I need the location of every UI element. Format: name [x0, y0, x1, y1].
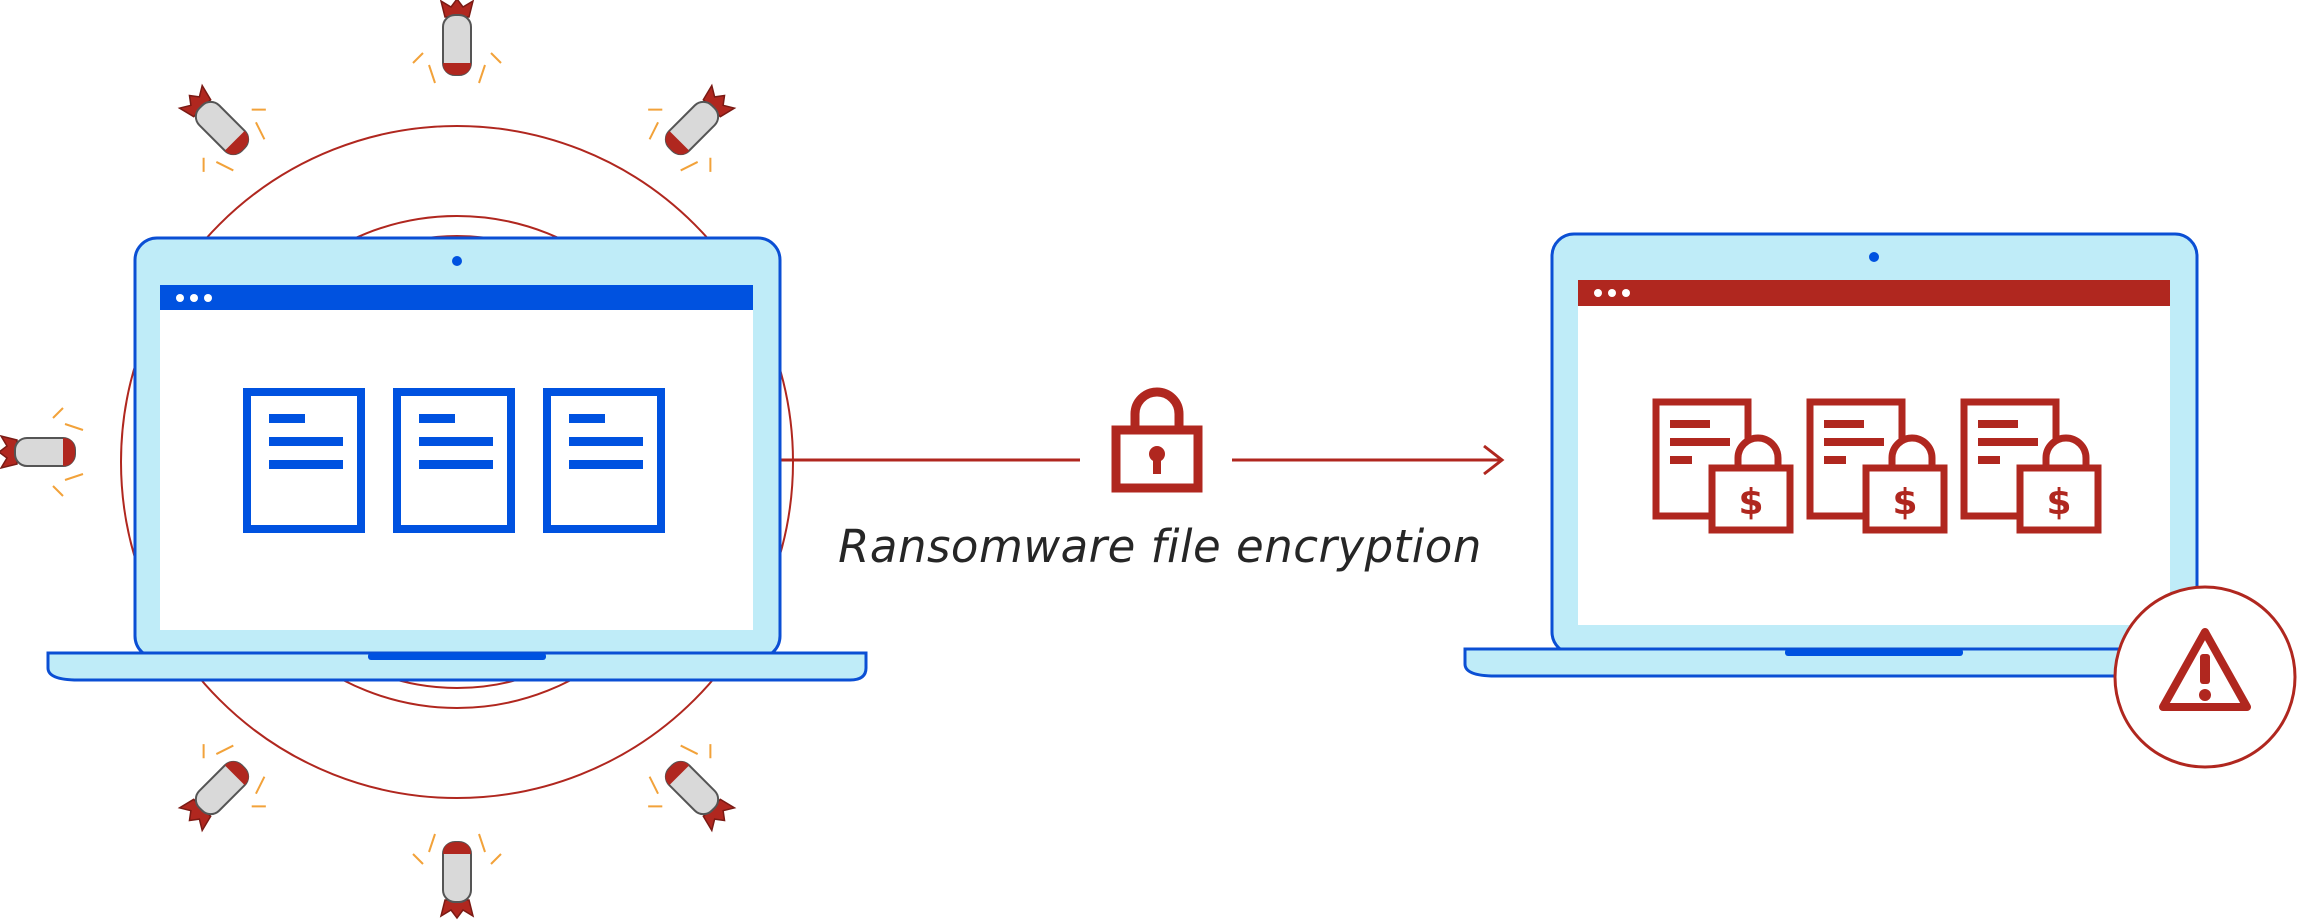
window-titlebar [1578, 280, 2170, 306]
dollar-sign: $ [1738, 482, 1763, 523]
document-icon [243, 388, 365, 533]
document-icon [393, 388, 515, 533]
padlock-icon [1111, 387, 1203, 493]
bomb-icon [412, 833, 502, 920]
warning-badge [2113, 585, 2297, 769]
locked-document-icon: $ [1652, 398, 1794, 534]
locked-document-icon: $ [1806, 398, 1948, 534]
bomb-icon [177, 744, 266, 833]
locked-document-icon: $ [1960, 398, 2102, 534]
window-controls [1594, 289, 1630, 297]
dollar-sign: $ [1892, 482, 1917, 523]
webcam [452, 256, 462, 266]
arrow-head [1483, 444, 1505, 476]
dollar-sign: $ [2046, 482, 2071, 523]
laptop-base [46, 651, 868, 682]
bomb-icon [177, 83, 266, 172]
document-icon [543, 388, 665, 533]
bomb-icon [648, 744, 737, 833]
bomb-group [0, 0, 737, 920]
window-controls [176, 294, 212, 302]
trackpad-notch [368, 653, 546, 660]
encryption-flow-arrow [780, 444, 1505, 476]
shockwave-ring [120, 125, 794, 799]
warning-icon [2159, 628, 2251, 711]
bomb-icon [648, 83, 737, 172]
bomb-icon [0, 407, 84, 497]
document-group [243, 388, 665, 533]
trackpad-notch [1785, 649, 1963, 656]
locked-document-group: $ $ $ [1652, 398, 2102, 534]
bomb-icon [412, 0, 502, 84]
diagram-caption: Ransomware file encryption [838, 520, 1482, 573]
webcam [1869, 252, 1879, 262]
window-titlebar [160, 285, 753, 310]
